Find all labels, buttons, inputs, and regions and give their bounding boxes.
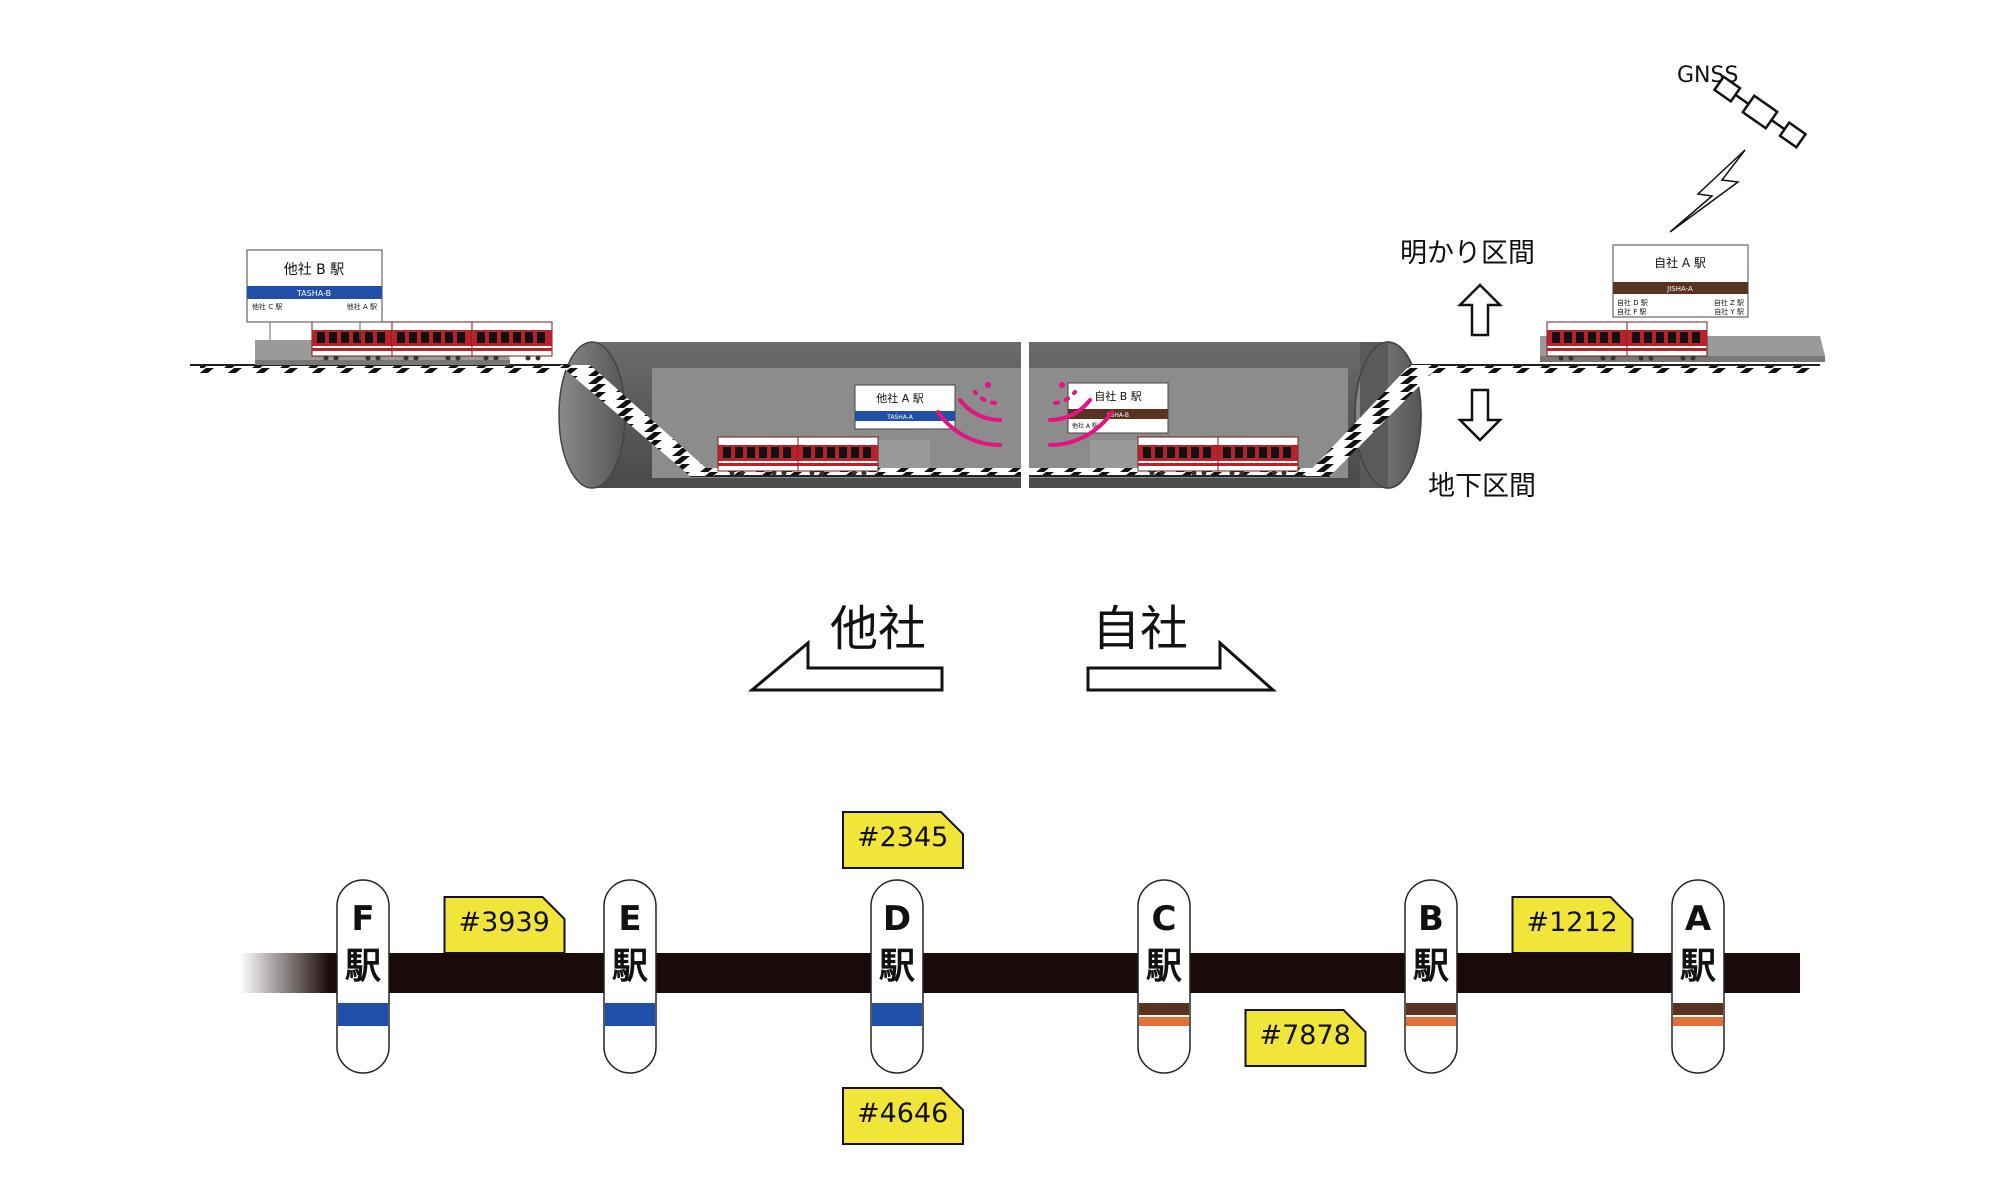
station-letter: C (1152, 899, 1177, 939)
sign-tasha-a-title: 他社 A 駅 (876, 391, 924, 405)
sign-tasha-b: 他社 B 駅 TASHA-B 他社 C 駅 他社 A 駅 (246, 249, 383, 340)
train-tag-id: #7878 (1260, 1020, 1351, 1051)
sign-jisha-a-roman: JISHA-A (1666, 285, 1693, 293)
station-b: B駅 (1404, 879, 1458, 1074)
train-tag: #1212 (1511, 896, 1634, 954)
direction-own-arrow: 自社 (1086, 601, 1277, 692)
sign-tasha-a-roman: TASHA-A (886, 414, 914, 421)
sign-jisha-a: 自社 A 駅 JISHA-A 自社 D 駅 自社 F 駅 自社 Z 駅 自社 Y… (1612, 244, 1749, 318)
underground-label: 地下区間 (1428, 471, 1536, 502)
sign-tasha-b-next: 他社 A 駅 (347, 302, 377, 311)
station-letter: F (351, 899, 374, 939)
train-tags: #3939 #2345 #4646 #7878 #1212 (443, 811, 1634, 1145)
rail-line (240, 953, 1800, 993)
train-underground-right (1137, 436, 1299, 476)
station-letter: E (618, 899, 641, 939)
train-tag: #2345 (842, 811, 964, 869)
sign-jisha-a-title: 自社 A 駅 (1654, 255, 1706, 270)
train-tag-id: #2345 (857, 822, 948, 853)
station-a: A駅 (1671, 879, 1725, 1074)
station-f: F駅 (336, 879, 390, 1074)
station-kanji: 駅 (879, 946, 915, 987)
sign-jisha-a-prev-1: 自社 D 駅 (1617, 298, 1648, 307)
station-kanji: 駅 (1680, 946, 1716, 987)
sign-jisha-a-prev-2: 自社 F 駅 (1617, 307, 1646, 316)
train-underground-left (717, 436, 879, 476)
up-arrow-icon (1456, 283, 1504, 337)
station-kanji: 駅 (612, 946, 648, 987)
sign-jisha-b-prev: 他社 A 駅 (1072, 422, 1098, 430)
train-left-surface (311, 321, 553, 361)
station-letter: D (883, 899, 911, 939)
direction-own-label: 自社 (1092, 601, 1188, 657)
train-tag: #7878 (1244, 1009, 1367, 1067)
train-right-surface (1546, 321, 1708, 361)
beacon-signal (936, 382, 1114, 447)
sign-tasha-b-title: 他社 B 駅 (284, 262, 345, 278)
train-tag-id: #3939 (459, 907, 550, 938)
station-letter: A (1685, 899, 1712, 939)
ground-left (190, 364, 590, 373)
station-c: C駅 (1137, 879, 1191, 1074)
sign-tasha-a: 他社 A 駅 TASHA-A (854, 384, 956, 430)
sign-jisha-a-next-2: 自社 Y 駅 (1714, 307, 1744, 316)
above-ground-label: 明かり区間 (1400, 238, 1535, 269)
sign-tasha-b-prev: 他社 C 駅 (252, 302, 282, 311)
station-kanji: 駅 (1413, 946, 1449, 987)
sign-jisha-b-title: 自社 B 駅 (1094, 389, 1142, 403)
sign-tasha-b-roman: TASHA-B (296, 289, 331, 298)
train-tag: #4646 (842, 1087, 964, 1145)
station-kanji: 駅 (345, 946, 381, 987)
gnss-satellite: GNSS (1669, 63, 1808, 233)
station-letter: B (1418, 899, 1444, 939)
down-arrow-icon (1456, 388, 1504, 442)
train-tag: #3939 (443, 896, 566, 954)
sign-jisha-b: 自社 B 駅 JISHA-B 他社 A 駅 (1067, 382, 1169, 434)
station-d: D駅 (870, 879, 924, 1074)
train-tag-id: #4646 (857, 1098, 948, 1129)
direction-other-arrow: 他社 (747, 601, 944, 692)
direction-other-label: 他社 (830, 601, 926, 657)
tunnel (558, 340, 1440, 490)
sign-jisha-b-roman: JISHA-B (1106, 412, 1129, 419)
station-e: E駅 (603, 879, 657, 1074)
ground-right (1410, 364, 1820, 373)
sign-jisha-a-next-1: 自社 Z 駅 (1714, 298, 1744, 307)
train-tag-id: #1212 (1527, 907, 1618, 938)
station-kanji: 駅 (1146, 946, 1182, 987)
